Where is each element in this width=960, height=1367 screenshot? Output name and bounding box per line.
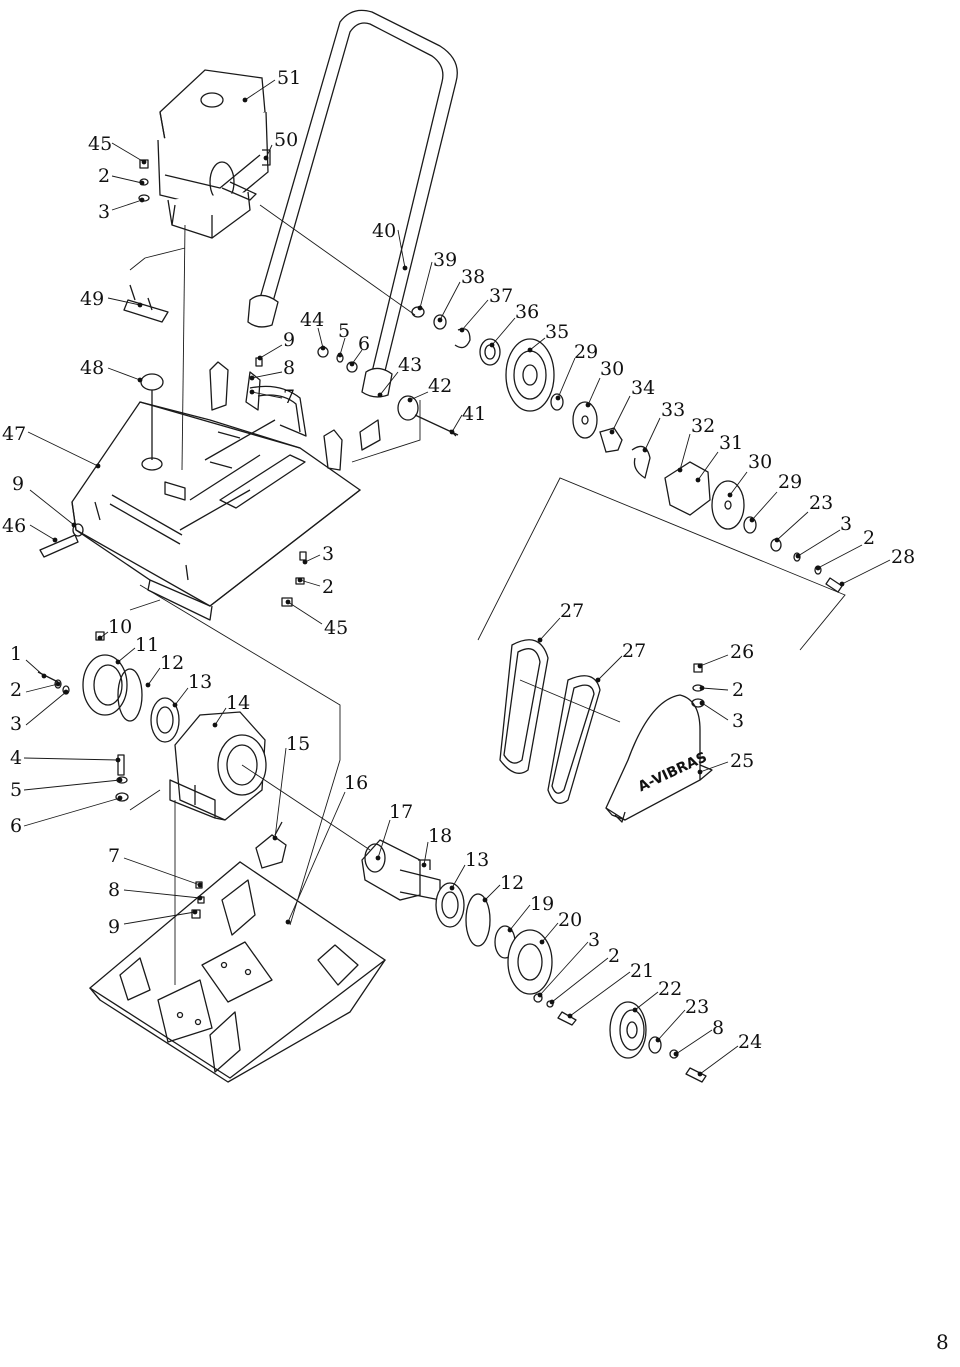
callout-48: 48 <box>80 357 104 379</box>
callout-3: 3 <box>322 543 334 565</box>
callouts: 45 2 3 51 50 40 39 38 37 36 35 29 30 34 … <box>2 67 915 1077</box>
callout-3: 3 <box>840 513 852 535</box>
callout-12: 12 <box>160 652 184 674</box>
callout-26: 26 <box>730 641 754 663</box>
callout-7: 7 <box>283 386 295 408</box>
v-belts <box>499 639 601 804</box>
callout-30: 30 <box>748 451 772 473</box>
callout-14: 14 <box>226 692 250 714</box>
engine <box>157 69 271 239</box>
exciter-housing <box>169 711 267 821</box>
callout-11: 11 <box>135 634 159 656</box>
base-plate <box>88 861 387 1083</box>
callout-31: 31 <box>719 432 743 454</box>
callout-15: 15 <box>286 733 310 755</box>
callout-10: 10 <box>108 616 132 638</box>
callout-50: 50 <box>274 129 298 151</box>
hardware <box>37 159 707 1083</box>
callout-39: 39 <box>433 249 457 271</box>
clutch-assembly <box>411 306 843 593</box>
callout-5: 5 <box>338 320 350 342</box>
callout-3: 3 <box>98 201 110 223</box>
eccentric-shaft <box>361 839 441 901</box>
callout-5: 5 <box>10 779 22 801</box>
callout-16: 16 <box>344 772 368 794</box>
callout-34: 34 <box>631 377 655 399</box>
upper-frame <box>71 361 362 621</box>
callout-18: 18 <box>428 825 452 847</box>
callout-12: 12 <box>500 872 524 894</box>
callout-47: 47 <box>2 423 26 445</box>
callout-2: 2 <box>322 576 334 598</box>
callout-2: 2 <box>10 679 22 701</box>
callout-24: 24 <box>738 1031 762 1053</box>
callout-46: 46 <box>2 515 26 537</box>
bearing-flange-right <box>435 882 553 995</box>
callout-21: 21 <box>630 960 654 982</box>
callout-6: 6 <box>10 815 22 837</box>
callout-27: 27 <box>622 640 646 662</box>
callout-27: 27 <box>560 600 584 622</box>
callout-13: 13 <box>465 849 489 871</box>
callout-42: 42 <box>428 375 452 397</box>
bearing-flange-left <box>82 631 180 743</box>
callout-23: 23 <box>809 492 833 514</box>
callout-32: 32 <box>691 415 715 437</box>
callout-3: 3 <box>732 710 744 732</box>
callout-4: 4 <box>10 747 22 769</box>
callout-8: 8 <box>283 357 295 379</box>
callout-33: 33 <box>661 399 685 421</box>
callout-41: 41 <box>462 403 486 425</box>
callout-8: 8 <box>712 1017 724 1039</box>
handle <box>247 9 458 398</box>
callout-36: 36 <box>515 301 539 323</box>
callout-9: 9 <box>12 473 24 495</box>
exciter-pulley <box>609 1001 662 1059</box>
callout-1: 1 <box>10 643 22 665</box>
callout-2: 2 <box>608 945 620 967</box>
callout-29: 29 <box>574 341 598 363</box>
callout-51: 51 <box>277 67 301 89</box>
callout-17: 17 <box>389 801 413 823</box>
callout-2: 2 <box>732 679 744 701</box>
callout-25: 25 <box>730 750 754 772</box>
callout-19: 19 <box>530 893 554 915</box>
assembly-lines <box>129 204 846 985</box>
callout-20: 20 <box>558 909 582 931</box>
callout-44: 44 <box>300 309 324 331</box>
callout-2: 2 <box>863 527 875 549</box>
callout-8: 8 <box>108 879 120 901</box>
callout-22: 22 <box>658 978 682 1000</box>
callout-43: 43 <box>398 354 422 376</box>
callout-35: 35 <box>545 321 569 343</box>
callout-6: 6 <box>358 333 370 355</box>
page-number: 8 <box>936 1330 949 1354</box>
belt-cover: A-VIBRAS <box>605 694 713 823</box>
callout-13: 13 <box>188 671 212 693</box>
callout-3: 3 <box>10 713 22 735</box>
callout-23: 23 <box>685 996 709 1018</box>
callout-9: 9 <box>283 329 295 351</box>
callout-40: 40 <box>372 220 396 242</box>
callout-28: 28 <box>891 546 915 568</box>
callout-38: 38 <box>461 266 485 288</box>
callout-49: 49 <box>80 288 104 310</box>
callout-3: 3 <box>588 929 600 951</box>
callout-9: 9 <box>108 916 120 938</box>
callout-29: 29 <box>778 471 802 493</box>
callout-37: 37 <box>489 285 513 307</box>
callout-45: 45 <box>88 133 112 155</box>
callout-45: 45 <box>324 617 348 639</box>
callout-30: 30 <box>600 358 624 380</box>
callout-2: 2 <box>98 165 110 187</box>
callout-7: 7 <box>108 845 120 867</box>
